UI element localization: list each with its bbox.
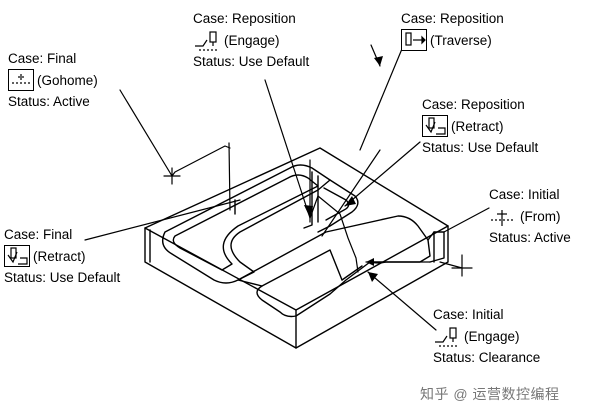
label-final-retract: Case: Final (Retract) Status: Use Defaul… <box>4 226 120 286</box>
retract-icon <box>422 115 448 137</box>
status-text: Status: Use Default <box>422 140 539 155</box>
annotation-text: (Retract) <box>451 118 504 134</box>
case-text: Case: Final <box>8 51 77 66</box>
lower-pocket <box>237 215 431 318</box>
case-text: Case: Reposition <box>401 11 504 26</box>
label-reposition-retract: Case: Reposition (Retract) Status: Use D… <box>422 96 538 156</box>
annotation-text: (Retract) <box>33 248 86 264</box>
case-text: Case: Initial <box>489 187 560 202</box>
status-text: Status: Active <box>8 94 90 109</box>
gohome-icon <box>8 69 34 91</box>
case-text: Case: Reposition <box>422 97 525 112</box>
part-block <box>144 147 449 349</box>
annotation-text: (Traverse) <box>430 32 492 48</box>
status-text: Status: Active <box>489 230 571 245</box>
status-text: Status: Clearance <box>433 350 541 365</box>
annotation-text: (From) <box>520 208 561 224</box>
annotation-text: (Engage) <box>224 32 280 48</box>
engage-icon <box>193 30 221 51</box>
label-reposition-engage: Case: Reposition (Engage) Status: Use De… <box>193 10 309 70</box>
engage-icon <box>433 326 461 347</box>
case-text: Case: Reposition <box>193 11 296 26</box>
label-initial-engage: Case: Initial (Engage) Status: Clearance <box>433 306 540 366</box>
upper-pocket <box>162 164 331 284</box>
from-icon <box>489 206 517 226</box>
annotation-text: (Gohome) <box>37 72 98 88</box>
label-final-gohome: Case: Final (Gohome) Status: Active <box>8 50 98 110</box>
label-reposition-traverse: Case: Reposition (Traverse) <box>401 10 504 53</box>
watermark: 知乎 @ 运营数控编程 <box>420 386 560 402</box>
annotation-text: (Engage) <box>464 328 520 344</box>
leader-arrowheads <box>304 56 383 282</box>
label-initial-from: Case: Initial (From) Status: Active <box>489 186 571 246</box>
status-text: Status: Use Default <box>4 270 121 285</box>
status-text: Status: Use Default <box>193 54 310 69</box>
right-step <box>427 231 445 263</box>
leader-lines <box>84 43 490 331</box>
traverse-icon <box>401 29 427 51</box>
case-text: Case: Initial <box>433 307 504 322</box>
case-text: Case: Final <box>4 227 73 242</box>
retract-icon <box>4 245 30 267</box>
